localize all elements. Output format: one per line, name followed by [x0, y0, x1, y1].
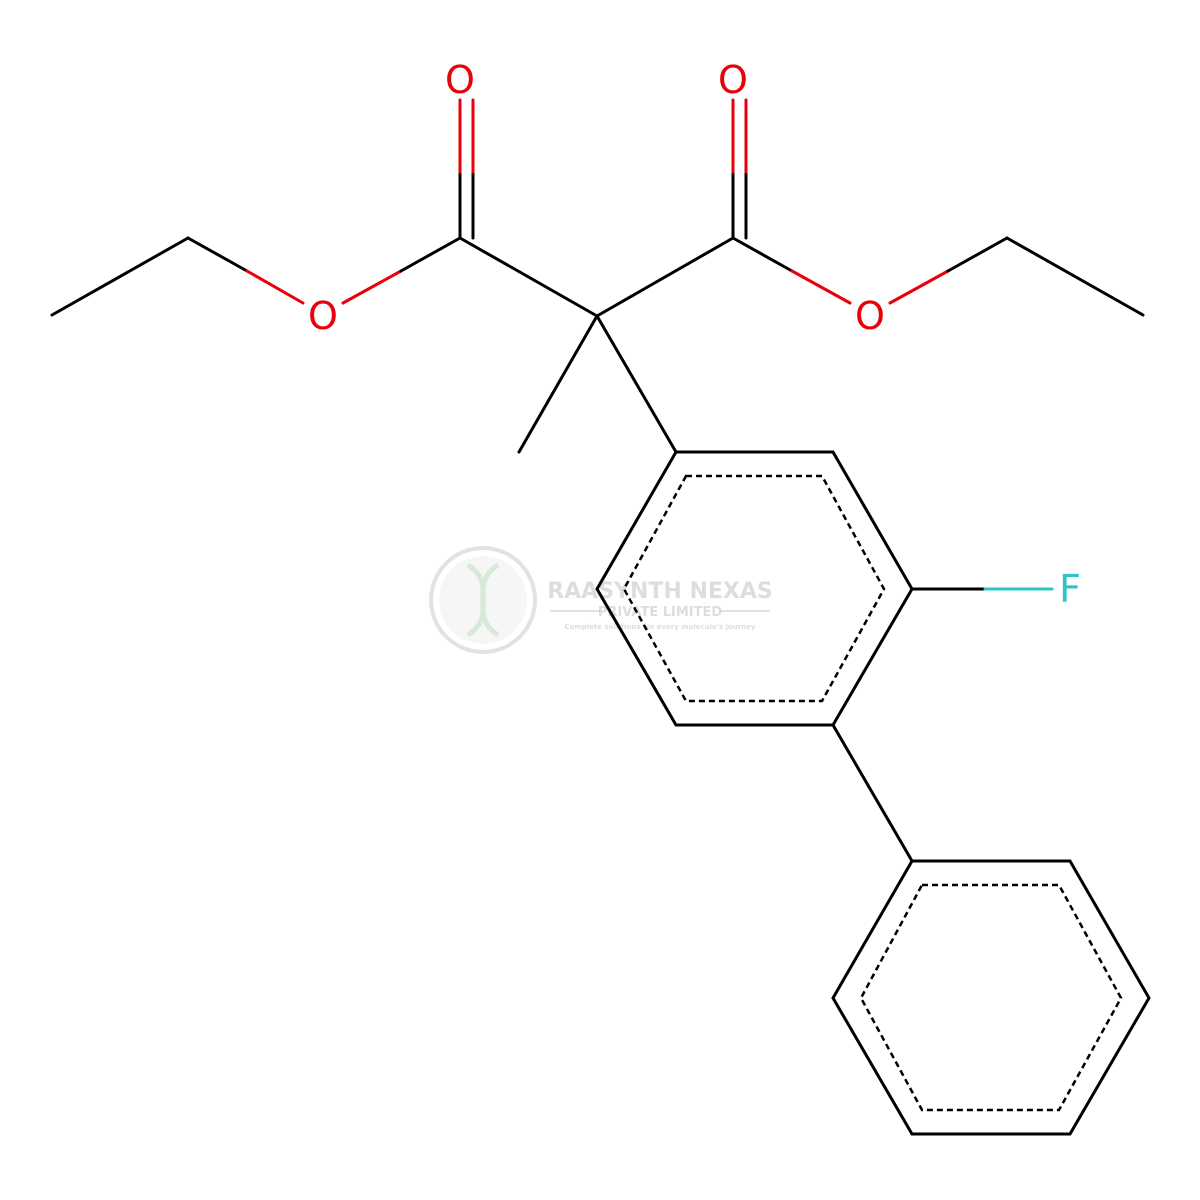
- bond-ethyl-left-ch3-ch2: [50, 236, 190, 317]
- ring-fluorophenyl-aromatic: [622, 474, 886, 703]
- atom-oxygen-ester-right: O: [855, 294, 885, 338]
- bond-ester-right-c-o-black: [731, 236, 794, 273]
- bond-ethyl-right-ch2-ch3: [1005, 236, 1145, 317]
- watermark-subtitle: PRIVATE LIMITED: [598, 605, 723, 620]
- atom-oxygen-ester-left: O: [308, 294, 338, 338]
- bond-ester-left-o-c-black: [399, 236, 462, 273]
- bond-quaternary-methyl: [517, 314, 599, 454]
- atom-fluorine: F: [1059, 567, 1081, 611]
- watermark-helix-icon: [466, 562, 500, 638]
- bond-ethyl-right-o-ch2-red: [888, 269, 950, 305]
- watermark-tagline: Complete solutions for every molecule's …: [565, 623, 756, 631]
- bond-carbonyl-left-quaternary: [458, 236, 599, 318]
- atom-oxygen-carbonyl-right: O: [718, 58, 748, 102]
- watermark-logo-icon: [429, 546, 537, 654]
- watermark: RAASYNTH NEXAS PRIVATE LIMITED Complete …: [429, 546, 773, 654]
- ring-phenyl: [831, 859, 1151, 1136]
- bond-quaternary-ring: [595, 314, 678, 454]
- bond-ethyl-left-ch2-o-red: [245, 269, 305, 305]
- bond-ester-right-c-o-red: [790, 269, 852, 305]
- bond-quaternary-carbonyl-right: [595, 236, 735, 318]
- ring-phenyl-aromatic: [859, 883, 1123, 1112]
- watermark-company: RAASYNTH NEXAS: [547, 579, 773, 604]
- bond-ester-left-o-c-red: [341, 269, 403, 305]
- bond-biaryl: [831, 723, 914, 863]
- bond-ethyl-right-o-ch2-black: [946, 236, 1009, 273]
- bond-ethyl-left-ch2-o-black: [186, 236, 249, 273]
- atom-oxygen-carbonyl-left: O: [445, 58, 475, 102]
